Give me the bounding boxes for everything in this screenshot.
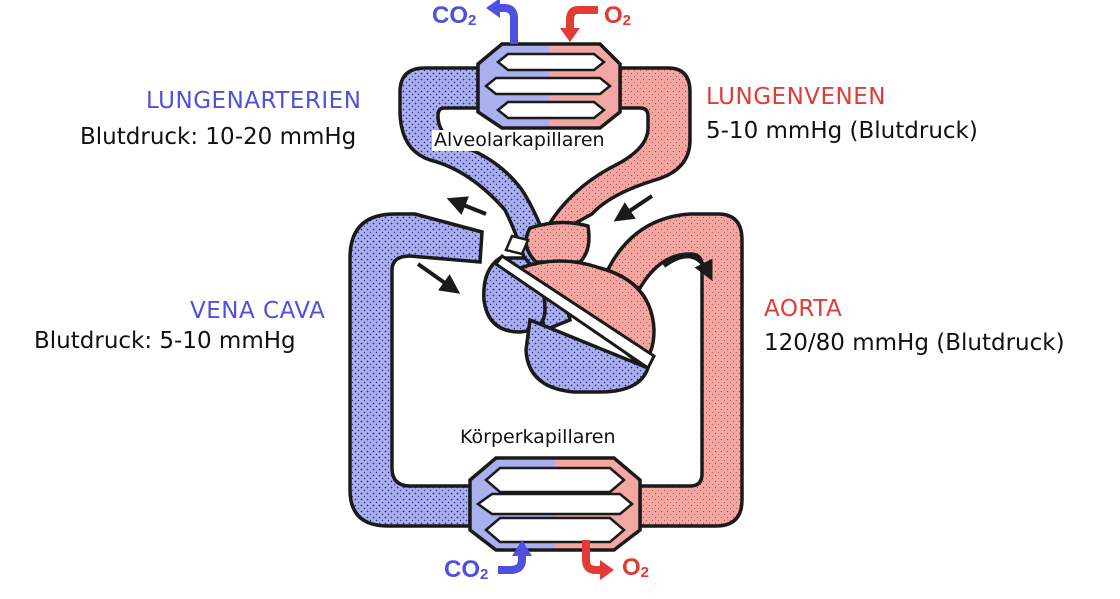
heart-septum: [493, 234, 656, 371]
right-ventricle: [524, 317, 651, 394]
alveolar-capillary-bed: [476, 42, 622, 130]
flow-arrow-icon: [613, 194, 654, 222]
vena-cava-vessel: [348, 212, 484, 528]
lungenvenen-pressure: 5-10 mmHg (Blutdruck): [706, 118, 978, 144]
lungenarterien-label: LUNGENARTERIEN: [146, 88, 362, 114]
flow-arrow-icon: [416, 262, 461, 294]
o2-label-bottom: O2: [622, 554, 650, 581]
left-atrium: [524, 220, 591, 264]
lungenarterien-pressure: Blutdruck: 10-20 mmHg: [80, 124, 357, 150]
aorta-label: AORTA: [764, 296, 843, 322]
o2-label-top: O2: [604, 2, 632, 29]
aorta-vessel: [601, 212, 744, 528]
alveolarkapillaren-label: Alveolarkapillaren: [432, 129, 607, 151]
co2-label-top: CO2: [432, 2, 477, 29]
body-capillary-bed: [468, 456, 642, 552]
o2-arrow-icon: [566, 6, 598, 30]
flow-arrow-icon: [446, 196, 487, 216]
aorta-pressure: 120/80 mmHg (Blutdruck): [764, 330, 1065, 356]
lungenvenen-label: LUNGENVENEN: [706, 84, 886, 110]
co2-label-bottom: CO2: [444, 556, 489, 583]
co2-arrow-icon: [498, 552, 526, 574]
co2-arrow-icon: [496, 4, 518, 44]
koerperkapillaren-label: Körperkapillaren: [460, 426, 616, 448]
vena-cava-label: VENA CAVA: [190, 298, 326, 324]
gas-exchange-arrows: [486, 0, 614, 580]
vena-cava-pressure: Blutdruck: 5-10 mmHg: [34, 328, 296, 354]
flow-arrows: [416, 194, 713, 294]
o2-arrow-icon: [582, 540, 602, 574]
flow-arrow-icon: [662, 254, 713, 281]
